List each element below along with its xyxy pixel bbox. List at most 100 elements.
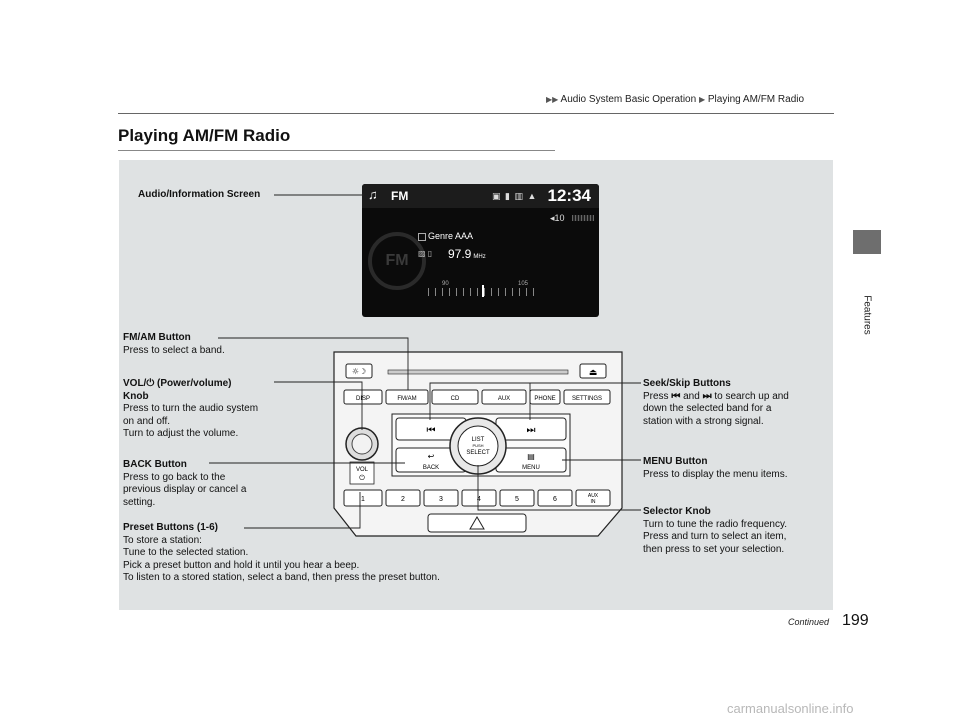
aux-button-label: AUX — [498, 396, 510, 402]
knob-label-list: LIST — [472, 437, 485, 443]
breadcrumb: ▶▶ Audio System Basic Operation ▶ Playin… — [546, 94, 804, 105]
preset-3-button[interactable] — [423, 489, 459, 507]
preset-4-label: 4 — [477, 496, 481, 503]
callout-fmam: FM/AM Button Press to select a band. — [123, 332, 225, 357]
cd-button-label: CD — [451, 396, 460, 402]
disp-button-label: DISP — [356, 396, 370, 402]
menu-button-label: MENU — [522, 465, 540, 471]
callout-audio-screen: Audio/Information Screen — [138, 189, 260, 202]
back-button-label: BACK — [423, 465, 439, 471]
genre-icon — [418, 233, 426, 241]
screen-band: FM — [391, 189, 409, 203]
preset-6-button[interactable] — [537, 489, 573, 507]
leader-vol — [274, 381, 363, 430]
breadcrumb-section[interactable]: Audio System Basic Operation — [560, 94, 697, 105]
back-icon: ↩ — [428, 452, 435, 461]
preset-2-label: 2 — [401, 496, 405, 503]
preset-3-label: 3 — [439, 496, 443, 503]
section-tab[interactable] — [853, 230, 881, 254]
scale-low-label: 90 — [442, 281, 449, 287]
preset-6-label: 6 — [553, 496, 557, 503]
preset-5-button[interactable] — [499, 489, 535, 507]
aux-in-label-1: AUX — [588, 493, 599, 499]
screen-top-bar — [362, 184, 599, 208]
fmam-button[interactable] — [385, 389, 429, 405]
callout-vol-title-line2: Knob — [123, 390, 149, 402]
cd-button[interactable] — [431, 389, 479, 405]
callout-back-line3: setting. — [123, 496, 156, 508]
music-note-icon: ♫ — [368, 187, 378, 202]
skip-back-icon: ⏮ — [671, 390, 681, 402]
callout-menu-title: MENU Button — [643, 456, 708, 467]
power-icon: ⏻ — [146, 378, 155, 389]
screen-genre: Genre AAA — [428, 231, 474, 241]
screen-volume: ◂10 — [550, 213, 565, 223]
preset-5-label: 5 — [515, 496, 519, 503]
callout-fmam-title: FM/AM Button — [123, 332, 191, 343]
callout-preset: Preset Buttons (1-6) To store a station:… — [123, 522, 440, 585]
preset-4-button[interactable] — [461, 489, 497, 507]
callout-vol-title-pre: VOL/ — [123, 378, 147, 389]
brightness-icon: ☼☽ — [352, 367, 366, 376]
breadcrumb-arrow-icon: ▶ — [698, 95, 706, 104]
power-icon: ⏻ — [359, 474, 365, 482]
leader-selector — [477, 465, 641, 511]
callout-seek-title: Seek/Skip Buttons — [643, 378, 731, 389]
preset-status-icon: ▨ ▯ — [418, 249, 433, 258]
callout-seek-line3: station with a strong signal. — [643, 415, 764, 427]
preset-1-button[interactable] — [343, 489, 383, 507]
menu-icon: ▤ — [527, 452, 535, 461]
breadcrumb-page[interactable]: Playing AM/FM Radio — [707, 94, 805, 105]
disp-button[interactable] — [343, 389, 383, 405]
frequency-unit: MHz — [473, 254, 486, 260]
aux-button[interactable] — [481, 389, 527, 405]
callout-preset-line4: To listen to a stored station, select a … — [123, 572, 440, 583]
eject-button[interactable] — [579, 363, 607, 379]
callout-preset-title: Preset Buttons (1-6) — [123, 522, 219, 533]
callout-preset-line3: Pick a preset button and hold it until y… — [123, 559, 360, 571]
brightness-button[interactable] — [345, 363, 373, 379]
callout-back-title: BACK Button — [123, 459, 187, 470]
callout-selector: Selector Knob Turn to tune the radio fre… — [643, 506, 787, 556]
vol-label-plate — [349, 461, 375, 485]
vol-label: VOL — [356, 467, 369, 473]
leader-fmam — [218, 337, 409, 390]
screen-clock: 12:34 — [547, 186, 591, 205]
fm-logo: FM — [368, 232, 426, 290]
callout-back-line1: Press to go back to the — [123, 471, 226, 483]
callout-selector-line2: Press and turn to select an item, — [643, 531, 787, 542]
callout-vol-line3: Turn to adjust the volume. — [123, 428, 239, 439]
screen-volume-value: 10 — [554, 213, 565, 223]
radio-unit-drawing: ☼☽ ⏏ DISP FM/AM CD AUX PHONE SETTINGS ⏮ … — [333, 351, 623, 537]
callout-selector-line1: Turn to tune the radio frequency. — [643, 518, 787, 530]
callout-menu: MENU Button Press to display the menu it… — [643, 456, 788, 481]
leader-seek — [429, 382, 641, 420]
callout-seek-line2: down the selected band for a — [643, 403, 772, 414]
callout-seek-line1-pre: Press — [643, 390, 669, 402]
settings-button[interactable] — [563, 389, 611, 405]
fmam-button-label: FM/AM — [397, 396, 416, 402]
callout-back: BACK Button Press to go back to the prev… — [123, 459, 246, 509]
preset-2-button[interactable] — [385, 489, 421, 507]
aux-in-port[interactable] — [575, 489, 611, 507]
radio-control-unit: ☼☽ ⏏ DISP FM/AM CD AUX PHONE SETTINGS ⏮ … — [330, 348, 624, 538]
header-divider — [118, 113, 834, 114]
seek-up-icon: ⏭ — [527, 425, 536, 436]
knob-label-push: PUSH — [472, 443, 483, 448]
settings-button-label: SETTINGS — [572, 396, 602, 402]
leader-preset — [244, 492, 361, 529]
callout-vol-line1: Press to turn the audio system — [123, 403, 259, 414]
callout-selector-line3: then press to set your selection. — [643, 543, 785, 555]
cd-slot[interactable] — [387, 369, 569, 375]
frequency-value: 97.9 — [448, 247, 472, 261]
volume-bar — [572, 215, 594, 221]
continued-label: Continued — [788, 617, 830, 627]
callout-seek: Seek/Skip Buttons Press ⏮ and ⏭ to searc… — [643, 378, 789, 428]
watermark: carmanualsonline.info — [727, 701, 854, 716]
knob-label-select: SELECT — [466, 450, 490, 456]
eject-icon: ⏏ — [589, 368, 598, 378]
callout-vol: VOL/⏻ (Power/volume) Knob Press to turn … — [123, 378, 258, 441]
callout-audio-screen-title: Audio/Information Screen — [138, 189, 261, 200]
